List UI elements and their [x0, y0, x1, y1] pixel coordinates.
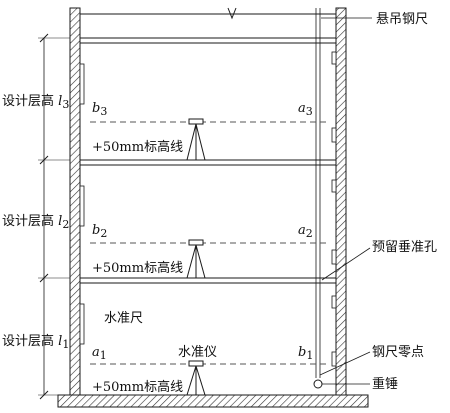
break-mark	[227, 7, 237, 20]
right-wall	[335, 7, 347, 396]
point-b3: b3	[92, 101, 107, 118]
slab-2	[79, 277, 337, 284]
label-steel-tape: 悬吊钢尺	[376, 12, 428, 27]
right-wall-detail	[331, 249, 337, 265]
label-reserved-hole: 预留垂准孔	[372, 240, 437, 255]
level-instrument-icon	[186, 360, 206, 396]
point-a1: a1	[92, 345, 107, 362]
label-weight: 重锤	[372, 376, 398, 392]
slab-top	[79, 37, 337, 44]
label-level-instrument: 水准仪	[178, 345, 217, 360]
label-design-height-1: 设计层高 l1	[2, 333, 69, 351]
left-wall-detail	[79, 185, 85, 227]
label-level-rod: 水准尺	[104, 311, 143, 326]
leader-tape-zero	[319, 351, 371, 376]
leader-reserved-hole	[321, 247, 371, 281]
right-wall-detail	[331, 351, 337, 367]
label-level-line-1: +50mm标高线	[92, 379, 183, 395]
left-wall-detail	[79, 303, 85, 345]
slab-3	[79, 159, 337, 166]
left-wall-detail	[79, 63, 85, 105]
label-tape-zero: 钢尺零点	[372, 345, 424, 360]
right-wall-detail	[331, 179, 337, 193]
label-level-line-2: +50mm标高线	[92, 260, 183, 276]
level-instrument-icon	[186, 239, 206, 279]
left-wall	[69, 7, 81, 396]
point-a2: a2	[298, 223, 313, 240]
label-level-line-3: +50mm标高线	[92, 139, 183, 155]
weight-icon	[313, 379, 323, 389]
level-instrument-icon	[186, 118, 206, 161]
right-wall-detail	[331, 295, 337, 309]
label-design-height-2: 设计层高 l2	[2, 213, 69, 231]
right-wall-detail	[331, 127, 337, 143]
label-design-height-3: 设计层高 l3	[2, 93, 69, 111]
point-b1: b1	[298, 345, 313, 362]
right-wall-detail	[331, 51, 337, 65]
point-a3: a3	[298, 101, 313, 118]
ground-slab	[57, 394, 369, 408]
point-b2: b2	[92, 223, 107, 240]
